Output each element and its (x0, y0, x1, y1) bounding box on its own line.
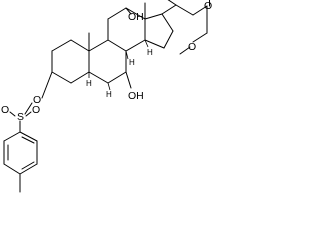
tosyl-ring-o-label: O (33, 94, 41, 106)
sulfur-label: S (17, 111, 24, 123)
sulfonyl-o-right-label: O (32, 104, 40, 116)
chemical-structure: OH OH H H H H O O O S O O (1, 0, 212, 193)
h-8-label: H (129, 58, 135, 67)
ring-a (51, 39, 90, 84)
ester-methoxy-o-label: O (188, 41, 196, 53)
ring-b (88, 39, 127, 84)
side-chain (161, 0, 210, 55)
oh-12-label: OH (128, 11, 144, 23)
sulfonyl-o-left-label: O (1, 104, 9, 116)
ring-c (107, 7, 146, 52)
ester-carbonyl-o-label: O (204, 0, 212, 12)
h-14-label: H (147, 48, 153, 57)
ring-d (144, 13, 174, 49)
bond-c12-oh (125, 7, 132, 15)
stereo-hydrogens: H H H H (86, 39, 153, 99)
oh-7-label: OH (128, 90, 144, 102)
tosylate-group (3, 71, 53, 193)
h-5-label: H (86, 79, 92, 88)
h-9-label: H (106, 90, 112, 99)
bond-c7-oh (125, 71, 132, 89)
